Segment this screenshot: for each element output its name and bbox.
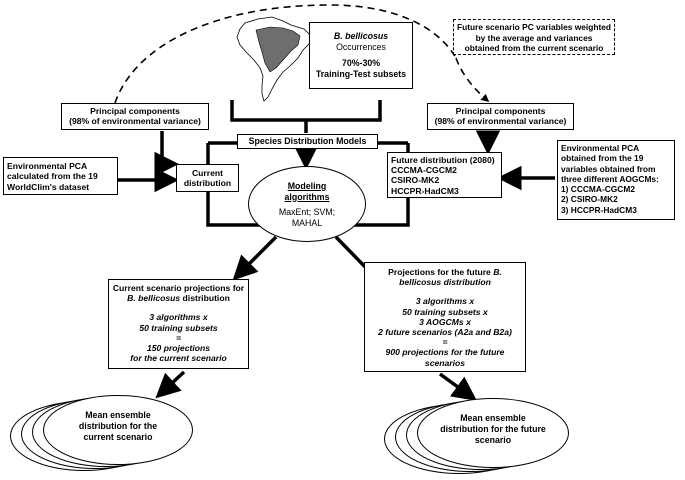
future-proj-species: B. (493, 267, 502, 277)
env-pca-right-line7: 3) HCCPR-HadCM3 (561, 204, 637, 215)
future-proj-line3: 3 AOGCMs x (419, 316, 471, 327)
future-proj-line2: 50 training subsets x (402, 306, 488, 317)
pc-right-variance: (98% of environmental variance) (434, 116, 567, 127)
env-pca-left-line1: Environmental PCA (7, 161, 88, 171)
future-projections-box: Projections for the future B. bellicosus… (364, 262, 526, 372)
future-proj-line4: 2 future scenarios (A2a and B2a) (378, 327, 512, 338)
env-pca-left-line2: calculated from the 19 (7, 171, 98, 182)
dashed-arc-left (114, 4, 457, 104)
env-pca-right-box: Environmental PCA obtained from the 19 v… (557, 140, 675, 220)
future-note-line1: Future scenario PC variables weighted (456, 22, 612, 32)
current-proj-line1: 3 algorithms x (149, 312, 208, 323)
env-pca-left-line3: WorldClim's dataset (7, 181, 90, 192)
env-pca-right-line3: variables obtained from (561, 163, 656, 174)
env-pca-left-box: Environmental PCA calculated from the 19… (3, 157, 118, 195)
future-proj-line1: 3 algorithms x (415, 296, 475, 307)
current-proj-line2: 50 training subsets (139, 322, 218, 333)
env-pca-right-line1: Environmental PCA (561, 143, 640, 153)
ensemble-current-line2: distribution for the (78, 420, 158, 431)
ensemble-current-line1: Mean ensemble (85, 410, 151, 420)
modeling-algo-line1: MaxEnt; SVM; (278, 207, 336, 218)
ensemble-current-ellipse: Mean ensemble distribution for the curre… (43, 395, 193, 465)
future-distribution-model1: CCCMA-CGCM2 (391, 165, 457, 176)
current-distribution-line1: Current (191, 168, 224, 178)
arrow-to-current-proj (232, 235, 278, 281)
current-proj-line3: = (175, 332, 182, 343)
ensemble-future-line3: scenario (474, 434, 512, 445)
current-proj-heading2: distribution (180, 293, 230, 304)
current-proj-line5: for the current scenario (130, 353, 227, 364)
env-pca-right-line5: 1) CCCMA-CGCM2 (561, 184, 635, 195)
ensemble-current-line3: current scenario (83, 431, 153, 442)
modeling-title2: algorithms (284, 191, 330, 202)
future-distribution-title: Future distribution (2080) (391, 155, 495, 165)
current-distribution-line2: distribution (183, 178, 232, 189)
future-distribution-box: Future distribution (2080) CCCMA-CGCM2 C… (387, 152, 502, 198)
pc-left-title: Principal components (90, 106, 180, 116)
occurrence-bracket (230, 100, 382, 122)
env-pca-right-line2: obtained from the 19 (561, 153, 644, 164)
ensemble-future-ellipse: Mean ensemble distribution for the futur… (417, 398, 569, 468)
future-proj-line7: scenarios (424, 357, 466, 368)
pc-right-title: Principal components (455, 106, 546, 116)
current-proj-line4: 150 projections (146, 343, 211, 354)
future-note-line3: obtained from the current scenario (464, 43, 604, 54)
modeling-title1: Modeling (287, 181, 327, 191)
dashed-arc-right (455, 57, 490, 103)
modeling-algorithms-ellipse: Modeling algorithms MaxEnt; SVM; MAHAL (248, 166, 366, 242)
occurrences-subsets: Training-Test subsets (315, 68, 407, 79)
future-note-box: Future scenario PC variables weighted by… (453, 19, 615, 55)
current-proj-heading1: Current scenario projections for (112, 283, 245, 293)
future-distribution-model3: HCCPR-HadCM3 (391, 185, 459, 196)
arrow-to-ensemble-current (155, 370, 186, 399)
future-proj-heading2: bellicosus distribution (399, 277, 491, 288)
occurrences-box: B. bellicosus Occurrences 70%-30% Traini… (309, 22, 413, 89)
env-pca-right-line6: 2) CSIRO-MK2 (561, 194, 618, 205)
future-proj-heading1: Projections for the future (388, 267, 494, 277)
sdm-label: Species Distribution Models (248, 136, 367, 146)
sdm-box: Species Distribution Models (237, 134, 378, 149)
future-proj-line6: 900 projections for the future (385, 347, 505, 358)
occurrences-label: Occurrences (336, 41, 386, 52)
pc-right-box: Principal components (98% of environment… (427, 103, 574, 130)
current-proj-species: B. bellicosus (127, 293, 181, 304)
pc-left-box: Principal components (98% of environment… (61, 103, 209, 130)
future-proj-line5: = (442, 337, 448, 348)
env-pca-right-line4: three different AOGCMs: (561, 173, 659, 184)
future-note-line2: by the average and variances (475, 32, 593, 43)
arrow-to-ensemble-future (438, 372, 477, 401)
occurrences-species: B. bellicosus (333, 31, 389, 41)
pc-left-variance: (98% of environmental variance) (69, 116, 201, 127)
ensemble-future-line1: Mean ensemble (460, 413, 526, 423)
current-projections-box: Current scenario projections for B. bell… (108, 279, 249, 369)
current-distribution-box: Current distribution (176, 164, 239, 192)
south-america-map-icon (236, 16, 312, 102)
occurrences-split: 70%-30% (341, 58, 381, 69)
future-distribution-model2: CSIRO-MK2 (391, 175, 440, 186)
ensemble-future-line2: distribution for the future (440, 423, 546, 434)
modeling-algo-line2: MAHAL (291, 217, 323, 228)
